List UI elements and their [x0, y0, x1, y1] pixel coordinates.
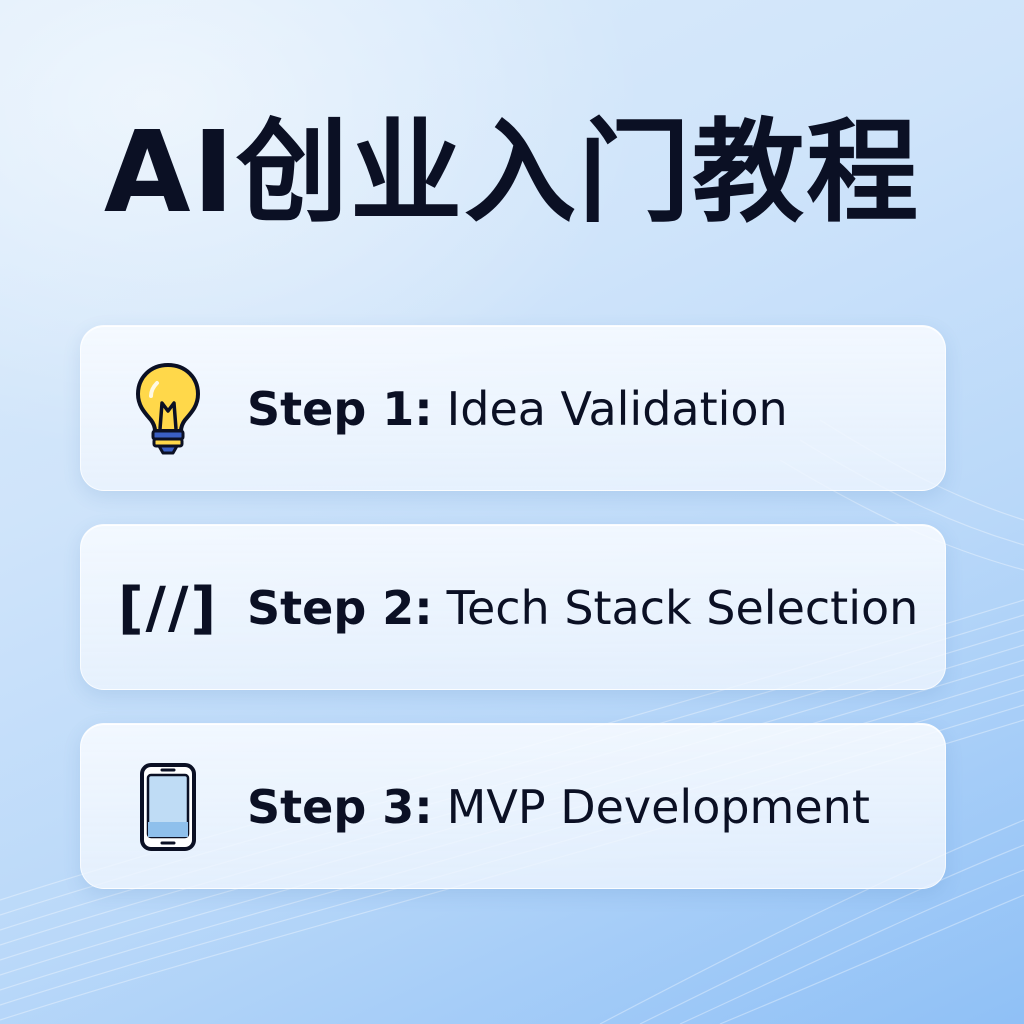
step-name: Tech Stack Selection	[446, 581, 919, 635]
step-name: MVP Development	[446, 780, 870, 834]
step-3-text: Step 3: MVP Development	[247, 724, 870, 890]
step-card-idea-validation: Step 1: Idea Validation	[80, 325, 946, 491]
step-2-text: Step 2: Tech Stack Selection	[247, 525, 918, 691]
step-label: Step 2:	[247, 581, 433, 635]
step-card-mvp-development: Step 3: MVP Development	[80, 723, 946, 889]
code-brackets-icon: [//]	[118, 558, 216, 658]
mobile-phone-icon	[123, 757, 213, 857]
page-title: AI创业入门教程	[103, 108, 921, 238]
step-card-tech-stack-selection: [//] Step 2: Tech Stack Selection	[80, 524, 946, 690]
step-label: Step 1:	[247, 382, 433, 436]
step-label: Step 3:	[247, 780, 433, 834]
code-brackets-glyph: [//]	[117, 575, 219, 641]
step-1-text: Step 1: Idea Validation	[247, 326, 788, 492]
step-name: Idea Validation	[446, 382, 788, 436]
lightbulb-icon	[123, 359, 213, 459]
